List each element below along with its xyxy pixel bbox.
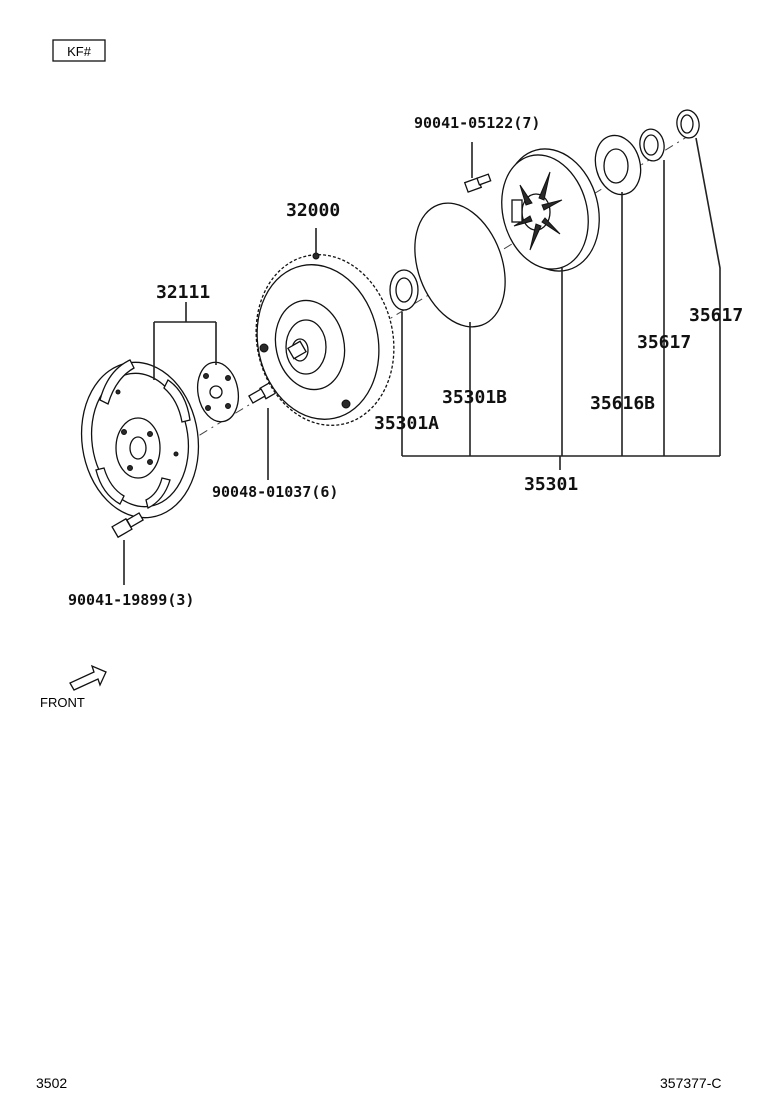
drive-plate[interactable] [72, 355, 209, 526]
oil-seal[interactable] [389, 269, 419, 311]
label-o-ring: 35301B [442, 387, 507, 408]
leader-drive-plate-set [153, 302, 217, 380]
label-bolt-converter: 90048-01037(6) [212, 483, 338, 501]
label-drive-plate-set: 32111 [156, 282, 210, 303]
oil-pump-body[interactable] [489, 138, 612, 282]
label-oil-seal: 35301A [374, 413, 439, 434]
front-label: FRONT [40, 695, 85, 710]
label-ring-outer: 35617 [689, 305, 743, 326]
seal-ring-inner[interactable] [637, 127, 666, 163]
model-badge-box [52, 39, 106, 62]
front-arrow-icon [69, 664, 107, 691]
spacer-plate[interactable] [193, 359, 243, 425]
pump-bolt[interactable] [463, 173, 492, 193]
assembly-axis [109, 134, 691, 491]
torque-converter[interactable] [241, 242, 410, 439]
plate-bolt[interactable] [111, 512, 144, 539]
seal-ring-outer[interactable] [675, 108, 702, 139]
model-badge: KF# [67, 44, 92, 59]
label-converter: 32000 [286, 200, 340, 221]
label-bolt-plate: 90041-19899(3) [68, 591, 194, 609]
label-bolt-pump: 90041-05122(7) [414, 114, 540, 132]
label-bushing: 35616B [590, 393, 655, 414]
label-pump-assembly: 35301 [524, 474, 578, 495]
bushing[interactable] [589, 130, 647, 199]
footer-page-number: 3502 [36, 1075, 67, 1091]
o-ring[interactable] [399, 190, 522, 339]
footer-reference-code: 357377-C [660, 1075, 722, 1091]
leader-ring-outer [695, 137, 721, 456]
label-ring-inner: 35617 [637, 332, 691, 353]
